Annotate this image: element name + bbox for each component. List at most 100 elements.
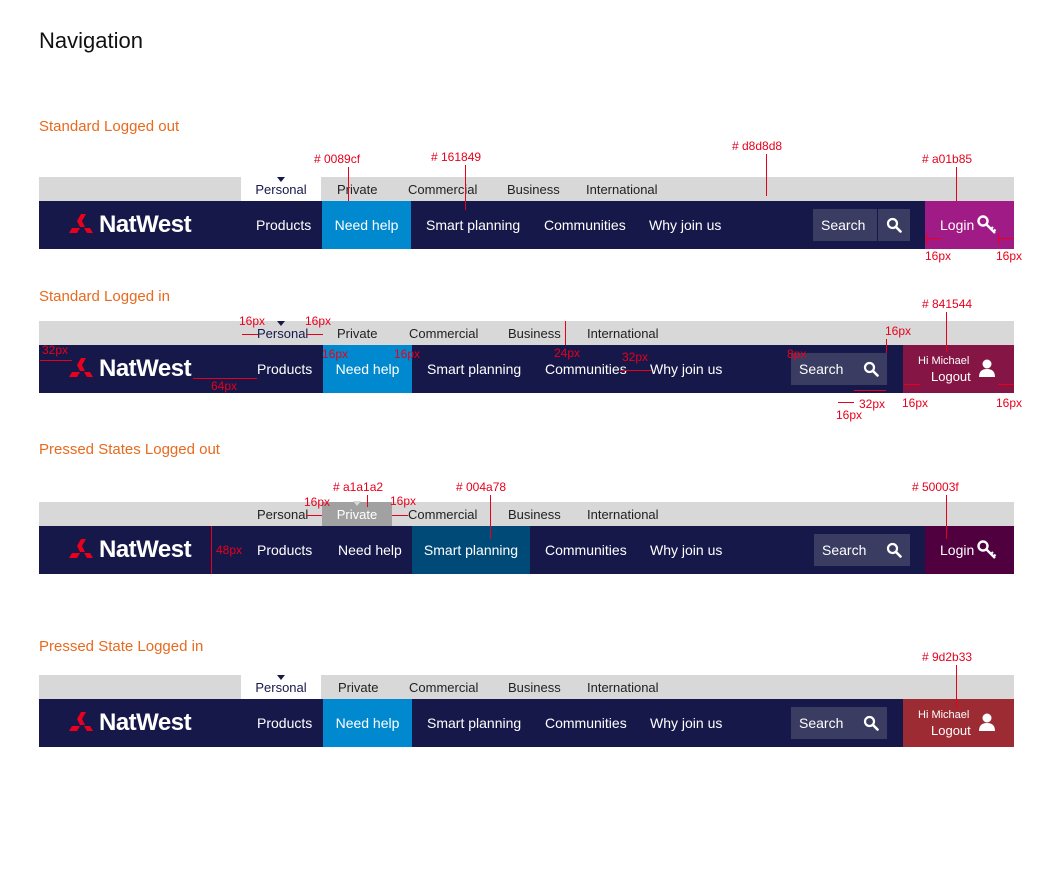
tab-strip: Personal Private Commercial Business Int… (39, 321, 1014, 345)
search-input[interactable]: Search (813, 209, 877, 241)
nav-why-join-us[interactable]: Why join us (650, 542, 723, 558)
annotation-measure (904, 384, 920, 385)
tab-business[interactable]: Business (508, 680, 561, 695)
natwest-logo[interactable]: NatWest (69, 709, 192, 736)
tab-private[interactable]: Private (337, 182, 378, 197)
tab-international[interactable]: International (586, 182, 658, 197)
logout-link[interactable]: Logout (931, 369, 971, 384)
login-button[interactable]: Login (925, 526, 1014, 574)
tab-commercial[interactable]: Commercial (408, 507, 478, 522)
annotation-32px: 32px (622, 350, 649, 364)
nav-products[interactable]: Products (257, 715, 313, 731)
nav-why-join-us[interactable]: Why join us (650, 715, 723, 731)
annotation-measure (306, 515, 322, 516)
tab-strip: Personal Private Commercial Business Int… (39, 675, 1014, 699)
logout-link[interactable]: Logout (931, 723, 971, 738)
annotation-line (956, 167, 957, 201)
tab-personal[interactable]: Personal (257, 326, 309, 341)
nav-communities[interactable]: Communities (545, 361, 627, 377)
annotation-measure (307, 334, 323, 335)
natwest-logo[interactable]: NatWest (69, 355, 192, 382)
page-title: Navigation (39, 28, 143, 53)
tab-personal[interactable]: Personal (241, 675, 321, 699)
search-input[interactable]: Search (814, 534, 878, 566)
annotation-color-pressed-logged-in: # 9d2b33 (922, 650, 973, 664)
natwest-logo-icon (69, 214, 93, 233)
tab-business[interactable]: Business (507, 182, 560, 197)
nav-products[interactable]: Products (257, 542, 313, 558)
search-input[interactable]: Search (791, 707, 855, 739)
user-icon (979, 713, 995, 731)
nav-communities[interactable]: Communities (545, 715, 627, 731)
search-button[interactable] (878, 209, 910, 241)
account-button[interactable]: Hi Michael Logout (903, 345, 1014, 393)
annotation-color-need-help: # 0089cf (314, 152, 361, 166)
nav-why-join-us[interactable]: Why join us (649, 217, 722, 233)
annotation-16px: 16px (925, 249, 952, 263)
annotation-16px: 16px (239, 314, 266, 328)
annotation-measure (392, 515, 408, 516)
annotation-measure (926, 238, 942, 239)
annotation-color-strip: # d8d8d8 (732, 139, 783, 153)
annotation-48px: 48px (216, 543, 243, 557)
annotation-16px: 16px (836, 408, 863, 422)
search-icon (886, 217, 902, 233)
user-greeting: Hi Michael (918, 709, 970, 721)
search-input[interactable]: Search (791, 353, 855, 385)
tab-international[interactable]: International (587, 507, 659, 522)
user-greeting: Hi Michael (918, 355, 970, 367)
nav-products[interactable]: Products (256, 217, 312, 233)
tab-commercial[interactable]: Commercial (409, 326, 479, 341)
nav-communities[interactable]: Communities (545, 542, 627, 558)
nav-communities[interactable]: Communities (544, 217, 626, 233)
main-nav-bar: NatWest Products Need help Smart plannin… (39, 526, 1014, 574)
tab-international[interactable]: International (587, 326, 659, 341)
nav-need-help[interactable]: Need help (323, 345, 412, 393)
annotation-measure (565, 321, 566, 345)
annotation-24px: 24px (554, 346, 581, 360)
nav-smart-planning[interactable]: Smart planning (412, 526, 530, 574)
annotation-measure (40, 360, 72, 361)
annotation-16px: 16px (304, 495, 331, 509)
annotation-line (490, 495, 491, 539)
annotation-measure (998, 233, 999, 245)
annotation-measure (211, 526, 212, 574)
tab-commercial[interactable]: Commercial (409, 680, 479, 695)
annotation-color-login: # a01b85 (922, 152, 973, 166)
tab-private[interactable]: Private (322, 501, 392, 526)
nav-need-help[interactable]: Need help (323, 699, 412, 747)
tab-private[interactable]: Private (338, 680, 379, 695)
nav-products[interactable]: Products (257, 361, 313, 377)
tab-private[interactable]: Private (337, 326, 378, 341)
tab-personal[interactable]: Personal (241, 177, 321, 201)
nav-need-help[interactable]: Need help (338, 542, 402, 558)
brand-name: NatWest (99, 211, 192, 238)
annotation-measure (926, 233, 927, 245)
tab-commercial[interactable]: Commercial (408, 182, 478, 197)
nav-smart-planning[interactable]: Smart planning (426, 217, 521, 233)
annotation-64px: 64px (211, 379, 238, 393)
nav-smart-planning[interactable]: Smart planning (427, 715, 522, 731)
natwest-logo[interactable]: NatWest (69, 211, 192, 238)
tab-personal[interactable]: Personal (257, 507, 309, 522)
account-button[interactable]: Hi Michael Logout (903, 699, 1014, 747)
annotation-line (956, 665, 957, 709)
nav-smart-planning[interactable]: Smart planning (427, 361, 522, 377)
nav-need-help[interactable]: Need help (322, 201, 411, 249)
natwest-logo[interactable]: NatWest (69, 536, 192, 563)
nav-why-join-us[interactable]: Why join us (650, 361, 723, 377)
search-button[interactable] (855, 707, 887, 739)
login-button[interactable]: Login (925, 201, 1014, 249)
search-button[interactable] (855, 353, 887, 385)
annotation-measure (620, 370, 652, 371)
section-title-pressed-logged-in: Pressed State Logged in (39, 638, 204, 655)
tab-business[interactable]: Business (508, 507, 561, 522)
annotation-line (766, 154, 767, 196)
search-button[interactable] (878, 534, 910, 566)
annotation-line (946, 312, 947, 352)
annotation-measure (998, 384, 1014, 385)
tab-international[interactable]: International (587, 680, 659, 695)
main-nav-bar: NatWest Products Need help Smart plannin… (39, 699, 1014, 747)
annotation-16px: 16px (305, 314, 332, 328)
tab-business[interactable]: Business (508, 326, 561, 341)
